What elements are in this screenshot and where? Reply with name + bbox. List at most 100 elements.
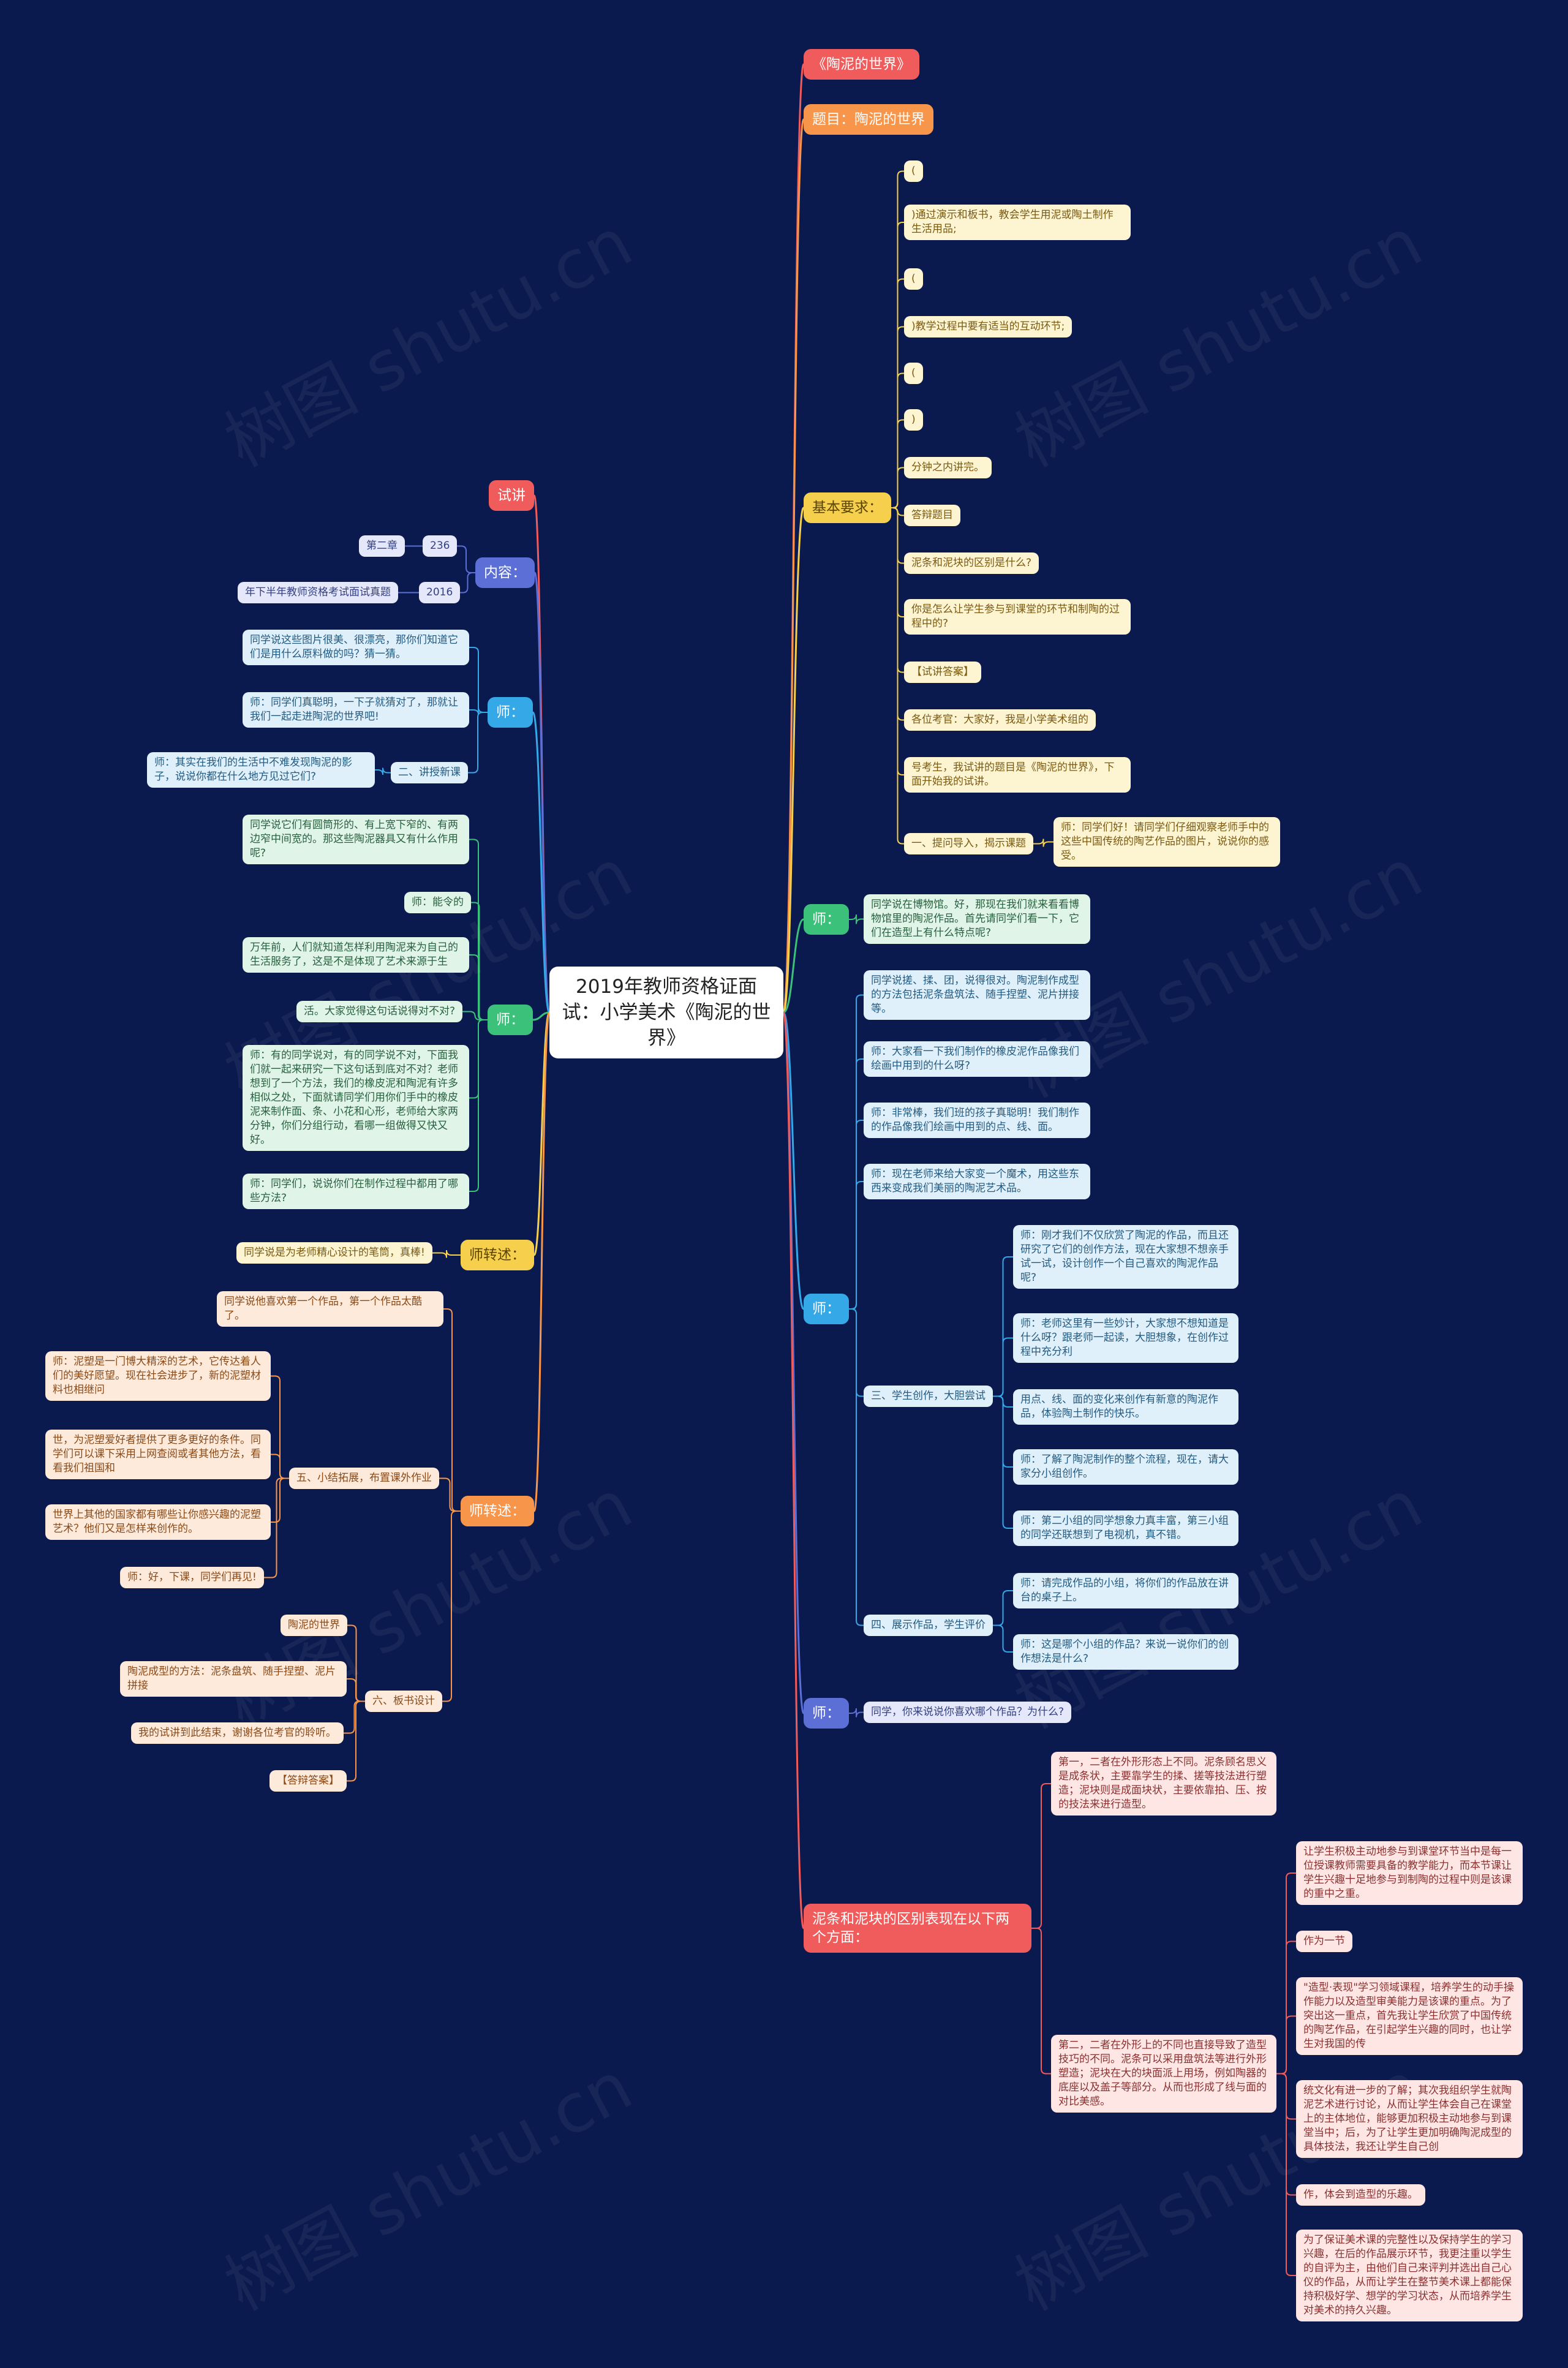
req-item[interactable]: )通过演示和板书，教会学生用泥或陶土制作生活用品; <box>904 205 1131 240</box>
node-topic[interactable]: 题目：陶泥的世界 <box>804 104 933 135</box>
connector-line <box>849 1708 864 1718</box>
connector-line <box>993 1590 1013 1626</box>
teacher-2-item[interactable]: 师：非常棒，我们班的孩子真聪明！我们制作的作品像我们绘画中用到的点、线、面。 <box>864 1103 1090 1138</box>
connector-line <box>782 507 805 1014</box>
connector-line <box>533 571 551 1014</box>
step3-label[interactable]: 三、学生创作，大胆尝试 <box>864 1386 993 1407</box>
connector-line <box>457 545 475 573</box>
connector-line <box>849 914 864 924</box>
connector-line <box>1276 2015 1296 2075</box>
teacher-b-item[interactable]: 同学说它们有圆筒形的、有上宽下窄的、有两边窄中间宽的。那这些陶泥器具又有什么作用… <box>243 815 469 864</box>
step3-item[interactable]: 师：第二小组的同学想象力真丰富，第三小组的同学还联想到了电视机，真不错。 <box>1013 1510 1238 1546</box>
teacher-3-text[interactable]: 同学，你来说说你喜欢哪个作品？为什么? <box>864 1702 1072 1723</box>
connector-line <box>783 918 804 1014</box>
node-title-book[interactable]: 《陶泥的世界》 <box>804 49 919 80</box>
teacher-b-item[interactable]: 师：同学们，说说你们在制作过程中都用了哪些方法? <box>243 1174 469 1209</box>
node-teacher-retell-1[interactable]: 师转述： <box>461 1240 534 1270</box>
teacher-retell-1-text[interactable]: 同学说是为老师精心设计的笔筒，真棒! <box>236 1242 432 1264</box>
connector-line <box>468 712 488 774</box>
req-item[interactable]: 分钟之内讲完。 <box>904 457 992 478</box>
step6-item[interactable]: 陶泥的世界 <box>281 1615 347 1636</box>
teacher-b-item[interactable]: 师：有的同学说对，有的同学说不对，下面我们就一起来研究一下这句话到底对不对？老师… <box>243 1045 469 1151</box>
difference-second-item[interactable]: 作为一节 <box>1296 1931 1352 1952</box>
teacher-1-text[interactable]: 同学说在博物馆。好，那现在我们就来看看博物馆里的陶泥作品。首先请同学们看一下，它… <box>864 894 1090 944</box>
teacher-2-item[interactable]: 同学说搓、揉、团，说得很对。陶泥制作成型的方法包括泥条盘筑法、随手捏塑、泥片拼接… <box>864 970 1090 1020</box>
content-item[interactable]: 236 <box>423 535 458 557</box>
node-teacher-retell-2[interactable]: 师转述： <box>461 1496 534 1526</box>
req-item[interactable]: ( <box>904 268 923 290</box>
step5-item[interactable]: 师：好，下课，同学们再见! <box>120 1567 264 1588</box>
connector-line <box>782 1011 805 1929</box>
step6-label[interactable]: 六、板书设计 <box>365 1691 442 1712</box>
step1-detail[interactable]: 师：同学们好！请同学们仔细观察老师手中的这些中国传统的陶艺作品的图片，说说你的感… <box>1054 817 1280 867</box>
step6-item[interactable]: 我的试讲到此结束，谢谢各位考官的聆听。 <box>131 1722 344 1744</box>
req-item[interactable]: ( <box>904 363 923 384</box>
node-content[interactable]: 内容： <box>475 557 535 588</box>
step1-label[interactable]: 一、提问导入，揭示课题 <box>904 833 1033 854</box>
teacher-b-item[interactable]: 万年前，人们就知道怎样利用陶泥来为自己的生活服务了，这是不是体现了艺术来源于生 <box>243 937 469 973</box>
step5-item[interactable]: 师：泥塑是一门博大精深的艺术，它传达着人们的美好愿望。现在社会进步了，新的泥塑材… <box>45 1351 271 1401</box>
req-item[interactable]: ( <box>904 160 923 182</box>
content-subitem[interactable]: 第二章 <box>359 535 405 557</box>
step5-item[interactable]: 世，为泥塑爱好者提供了更多更好的条件。同学们可以课下采用上网查阅或者其他方法，看… <box>45 1430 271 1479</box>
difference-second-item[interactable]: 为了保证美术课的完整性以及保持学生的学习兴趣，在后的作品展示环节，我更注重以学生… <box>1296 2230 1523 2321</box>
step5-label[interactable]: 五、小结拓展，布置课外作业 <box>289 1468 439 1489</box>
connector-line <box>1031 1928 1051 2075</box>
connector-line <box>533 1011 551 1512</box>
node-teacher-1[interactable]: 师： <box>804 904 849 935</box>
req-item[interactable]: 【试讲答案】 <box>904 662 981 683</box>
req-item[interactable]: 各位考官：大家好，我是小学美术组的 <box>904 709 1096 731</box>
teacher-2-item[interactable]: 师：大家看一下我们制作的橡皮泥作品像我们绘画中用到的什么呀? <box>864 1041 1090 1077</box>
node-teacher-b[interactable]: 师： <box>488 1005 533 1035</box>
req-item[interactable]: ) <box>904 409 923 431</box>
connector-line <box>1276 2073 1296 2276</box>
req-item[interactable]: 泥条和泥块的区别是什么? <box>904 552 1039 574</box>
teacher-a-item[interactable]: 同学说这些图片很美、很漂亮，那你们知道它们是用什么原料做的吗？猜一猜。 <box>243 630 469 665</box>
node-teacher-a[interactable]: 师： <box>488 697 533 728</box>
req-item[interactable]: )教学过程中要有适当的互动环节; <box>904 316 1072 337</box>
connector-line <box>375 767 391 775</box>
step3-item[interactable]: 师：了解了陶泥制作的整个流程，现在，请大家分小组创作。 <box>1013 1449 1238 1485</box>
step5-item[interactable]: 世界上其他的国家都有哪些让你感兴趣的泥塑艺术？他们又是怎样来创作的。 <box>45 1504 271 1540</box>
node-difference[interactable]: 泥条和泥块的区别表现在以下两个方面： <box>804 1904 1031 1953</box>
content-subitem[interactable]: 年下半年教师资格考试面试真题 <box>238 582 398 603</box>
teacher-2-item[interactable]: 师：现在老师来给大家变一个魔术，用这些东西来变成我们美丽的陶泥艺术品。 <box>864 1164 1090 1199</box>
step3-item[interactable]: 用点、线、面的变化来创作有新意的陶泥作品，体验陶土制作的快乐。 <box>1013 1389 1238 1425</box>
node-trial-lecture[interactable]: 试讲 <box>489 480 534 511</box>
difference-second-item[interactable]: 作，体会到造型的乐趣。 <box>1296 2184 1425 2206</box>
teacher-b-item[interactable]: 活。大家觉得这句话说得对不对? <box>296 1001 463 1022</box>
step2-label[interactable]: 二、讲授新课 <box>391 762 468 783</box>
step6-item[interactable]: 陶泥成型的方法：泥条盘筑、随手捏塑、泥片拼接 <box>120 1661 347 1697</box>
difference-second[interactable]: 第二，二者在外形上的不同也直接导致了造型技巧的不同。泥条可以采用盘筑法等进行外形… <box>1051 2035 1276 2113</box>
root-topic[interactable]: 2019年教师资格证面试：小学美术《陶泥的世界》 <box>549 967 783 1058</box>
connector-line <box>993 1395 1013 1529</box>
connector-line <box>849 1181 864 1310</box>
step2-detail[interactable]: 师：其实在我们的生活中不难发现陶泥的影子，说说你都在什么地方见过它们? <box>147 752 375 788</box>
node-teacher-3[interactable]: 师： <box>804 1698 849 1729</box>
req-item[interactable]: 答辩题目 <box>904 505 960 526</box>
step4-item[interactable]: 师：请完成作品的小组，将你们的作品放在讲台的桌子上。 <box>1013 1573 1238 1608</box>
teacher-b-item[interactable]: 师：能令的 <box>404 892 471 913</box>
req-item[interactable]: 你是怎么让学生参与到课堂的环节和制陶的过程中的? <box>904 599 1131 635</box>
connector-line <box>439 1477 461 1512</box>
content-item[interactable]: 2016 <box>419 582 461 603</box>
step4-item[interactable]: 师：这是哪个小组的作品？来说一说你们的创作想法是什么? <box>1013 1634 1238 1670</box>
connector-line <box>264 1477 289 1578</box>
difference-second-item[interactable]: 统文化有进一步的了解；其次我组织学生就陶泥艺术进行讨论，从而让学生体会自己在课堂… <box>1296 2080 1523 2158</box>
teacher-retell-2-top[interactable]: 同学说他喜欢第一个作品，第一个作品太酷了。 <box>217 1291 443 1327</box>
connector-line <box>782 1011 805 1310</box>
step6-item[interactable]: 【答辩答案】 <box>270 1770 347 1792</box>
teacher-a-item[interactable]: 师：同学们真聪明，一下子就猜对了，那就让我们一起走进陶泥的世界吧! <box>243 692 469 728</box>
step3-item[interactable]: 师：刚才我们不仅欣赏了陶泥的作品，而且还研究了它们的创作方法，现在大家想不想亲手… <box>1013 1225 1238 1289</box>
node-basic-requirements[interactable]: 基本要求： <box>804 492 891 523</box>
connector-line <box>782 118 805 1014</box>
step3-item[interactable]: 师：老师这里有一些妙计，大家想不想知道是什么呀？跟老师一起读，大胆想象，在创作过… <box>1013 1313 1238 1363</box>
req-item[interactable]: 号考生，我试讲的题目是《陶泥的世界》，下面开始我的试讲。 <box>904 757 1131 793</box>
difference-first[interactable]: 第一，二者在外形形态上不同。泥条顾名思义是成条状，主要靠学生的揉、搓等技法进行塑… <box>1051 1752 1276 1816</box>
difference-second-item[interactable]: 让学生积极主动地参与到课堂环节当中是每一位授课教师需要具备的教学能力，而本节课让… <box>1296 1841 1523 1905</box>
node-teacher-2[interactable]: 师： <box>804 1294 849 1324</box>
step4-label[interactable]: 四、展示作品，学生评价 <box>864 1615 993 1636</box>
connector-line <box>993 1624 1013 1653</box>
difference-second-item[interactable]: "造型·表现"学习领域课程，培养学生的动手操作能力以及造型审美能力是该课的重点。… <box>1296 1977 1523 2055</box>
